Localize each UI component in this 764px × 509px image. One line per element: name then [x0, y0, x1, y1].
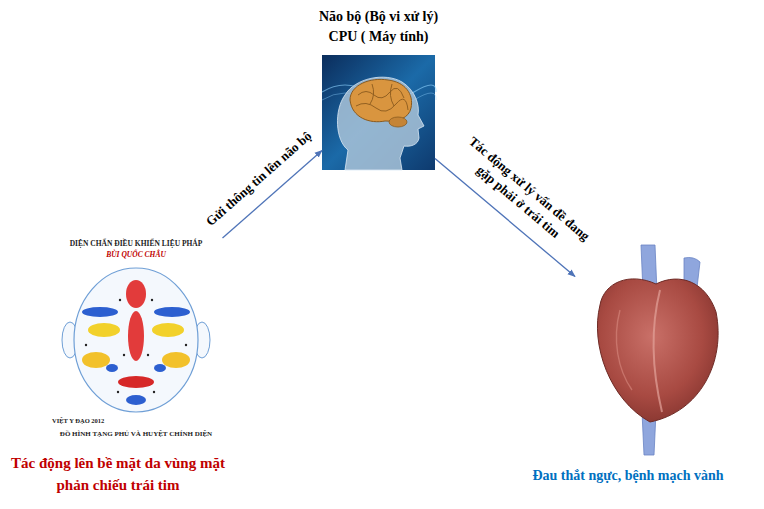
zone-red [126, 280, 146, 308]
processor-picture-node: Não bộ (Bộ vi xử lý)CPU ( Máy tính) [322, 55, 435, 170]
brain-picture [322, 55, 436, 170]
heart-picture [597, 245, 718, 455]
zone-blue [106, 364, 118, 372]
cerebellum [389, 117, 407, 127]
node-heading: Não bộ (Bộ vi xử lý) [242, 7, 515, 27]
head-silhouette [337, 77, 424, 170]
node-subheading: CPU ( Máy tính) [242, 27, 515, 47]
chart-caption: ĐỒ HÌNH TẠNG PHỦ VÀ HUYỆT CHÍNH DIỆN [47, 430, 225, 438]
heart-picture-node: Đau thắt ngực, bệnh mạch vành [575, 245, 725, 455]
zone-blue [154, 364, 166, 372]
node-caption: Tác động lên bề mặt da vùng mặt phản chi… [7, 452, 229, 496]
zone-yellow [162, 352, 190, 368]
zone-red [118, 376, 154, 388]
connector-label: Tác động xử lý vấn đề đang gặp phải ở tr… [446, 125, 602, 264]
brain-backdrop [322, 55, 435, 170]
chart-title: DIỆN CHẨN ĐIỀU KHIỂN LIỆU PHÁP [50, 240, 222, 249]
chart-author: BÙI QUỐC CHÂU [50, 251, 222, 260]
zone-red [128, 311, 144, 361]
chart-ground [45, 238, 228, 446]
heart-highlight [616, 310, 632, 390]
heart-shape [597, 279, 718, 422]
face-chart-picture [45, 238, 228, 446]
zone-yellow [152, 323, 184, 337]
zone-yellow [88, 323, 120, 337]
face-outline [74, 268, 198, 412]
chart-note: VIỆT Y ĐẠO 2012 [52, 417, 152, 424]
zone-blue [126, 395, 146, 405]
brain-folds [356, 84, 408, 111]
heart-groove [653, 290, 662, 412]
node-caption: Đau thắt ngực, bệnh mạch vành [488, 466, 764, 486]
zone-blue [82, 307, 118, 317]
brain-shape [350, 79, 412, 121]
face-chart-node: Tác động lên bề mặt da vùng mặt phản chi… [45, 238, 228, 446]
connector-label: Gửi thông tin lên não bộ [202, 128, 315, 230]
zone-blue [154, 307, 190, 317]
zone-yellow [82, 352, 110, 368]
point-dots [85, 299, 187, 393]
